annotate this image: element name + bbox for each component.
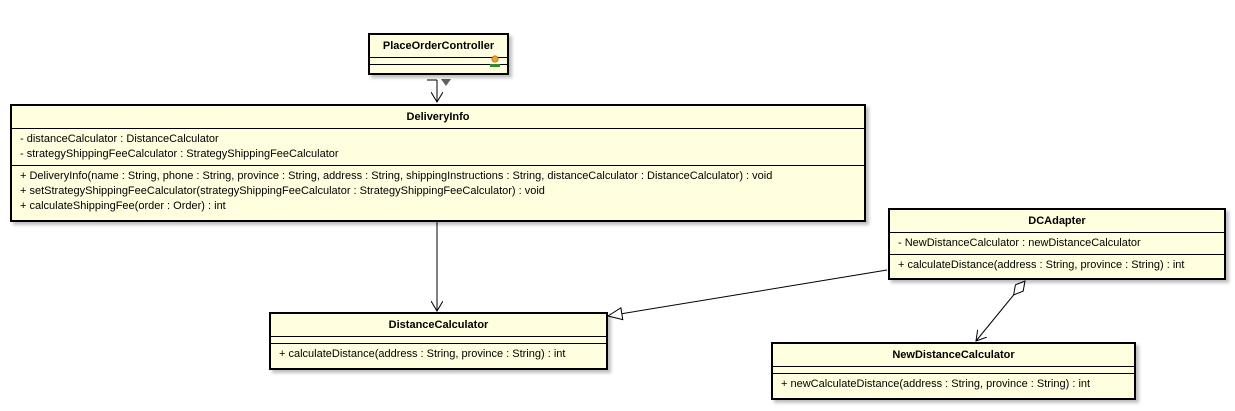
visibility-marker-icon [441, 79, 451, 86]
class-name: DistanceCalculator [271, 314, 606, 337]
attributes-compartment: - distanceCalculator : DistanceCalculato… [12, 129, 864, 165]
class-new-distance-calculator[interactable]: NewDistanceCalculator + newCalculateDist… [771, 342, 1136, 400]
class-name: DCAdapter [890, 210, 1224, 233]
operation: + calculateDistance(address : String, pr… [279, 348, 566, 360]
class-delivery-info[interactable]: DeliveryInfo - distanceCalculator : Dist… [10, 104, 866, 222]
operations-compartment [370, 65, 507, 71]
operations-compartment: + newCalculateDistance(address : String,… [773, 374, 1134, 395]
operation: + calculateShippingFee(order : Order) : … [20, 200, 226, 212]
operations-compartment: + calculateDistance(address : String, pr… [271, 344, 606, 365]
operations-compartment: + calculateDistance(address : String, pr… [890, 254, 1224, 276]
attributes-compartment: - NewDistanceCalculator : newDistanceCal… [890, 233, 1224, 254]
attribute: - distanceCalculator : DistanceCalculato… [20, 133, 219, 145]
operation: + calculateDistance(address : String, pr… [898, 259, 1185, 271]
operation: + setStrategyShippingFeeCalculator(strat… [20, 185, 545, 197]
realization-edge [608, 269, 888, 316]
operation: + newCalculateDistance(address : String,… [781, 378, 1091, 390]
attributes-compartment [370, 58, 507, 65]
class-place-order-controller[interactable]: PlaceOrderController [368, 33, 509, 75]
class-stereotype-icon [490, 55, 500, 67]
dependency-edge [427, 79, 451, 102]
operations-compartment: + DeliveryInfo(name : String, phone : St… [12, 165, 864, 217]
class-name: PlaceOrderController [370, 35, 507, 58]
aggregation-edge [976, 281, 1025, 341]
attributes-compartment [271, 337, 606, 344]
operation: + DeliveryInfo(name : String, phone : St… [20, 170, 773, 182]
attribute: - NewDistanceCalculator : newDistanceCal… [898, 237, 1141, 249]
class-name: NewDistanceCalculator [773, 344, 1134, 367]
attribute: - strategyShippingFeeCalculator : Strate… [20, 148, 339, 160]
attributes-compartment [773, 367, 1134, 374]
class-name: DeliveryInfo [12, 106, 864, 129]
class-distance-calculator[interactable]: DistanceCalculator + calculateDistance(a… [269, 312, 608, 370]
class-dc-adapter[interactable]: DCAdapter - NewDistanceCalculator : newD… [888, 208, 1226, 280]
